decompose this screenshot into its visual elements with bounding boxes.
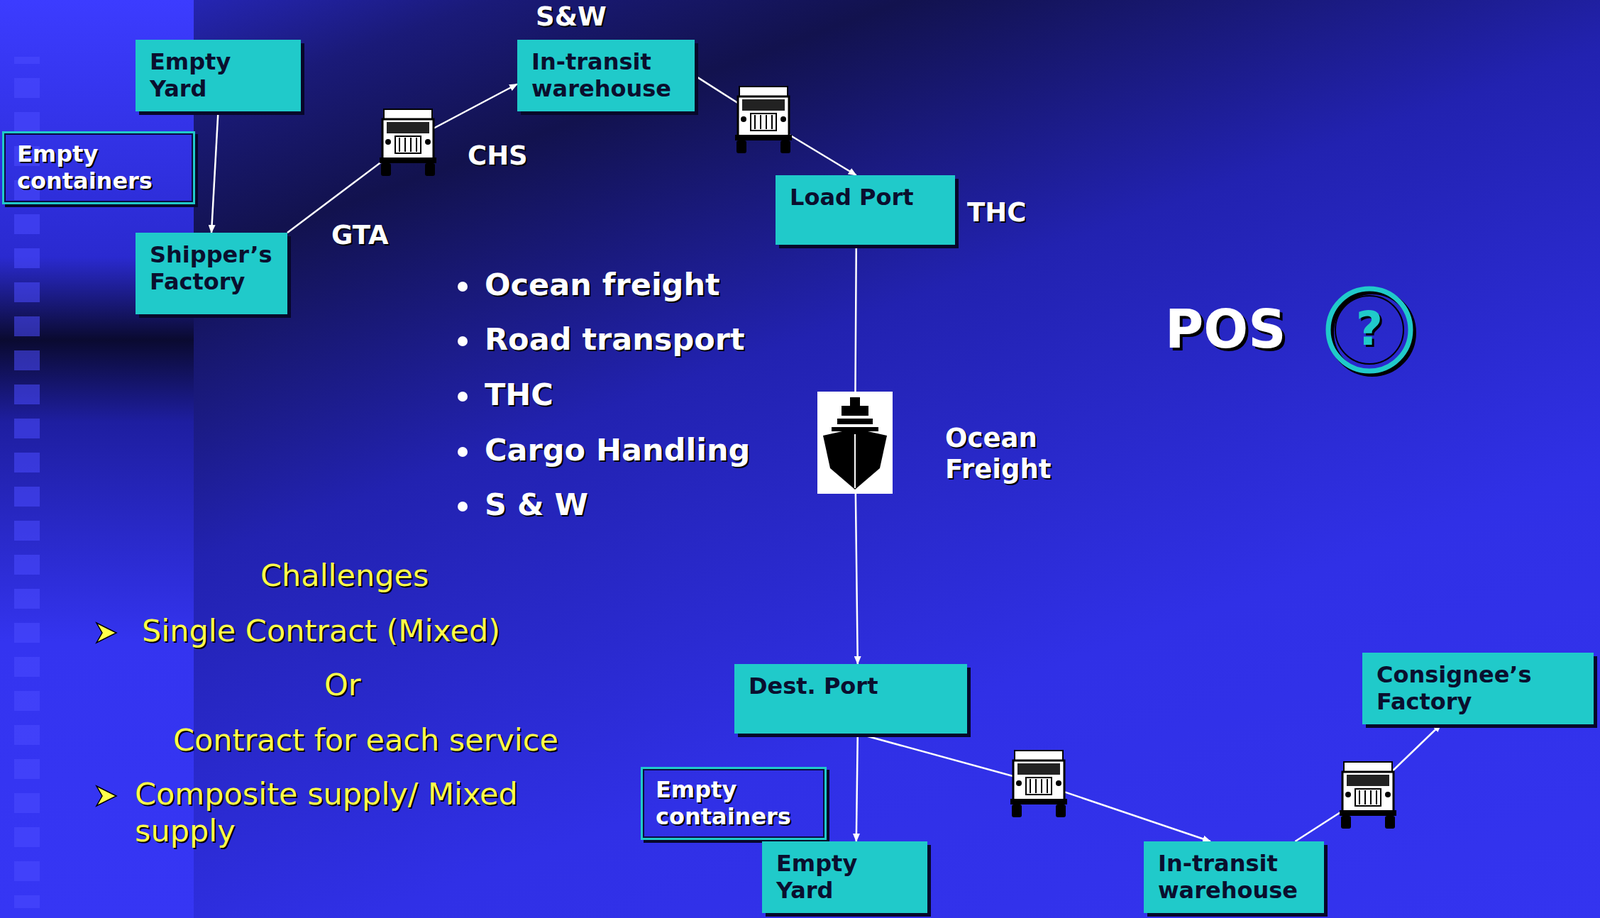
- box-text: Dest. Port: [748, 672, 953, 700]
- box-text: Empty Yard: [776, 850, 914, 905]
- diagram-label: Single Contract (Mixed): [141, 613, 501, 650]
- diagram-label: THC: [484, 376, 554, 414]
- ship-icon: [817, 391, 893, 494]
- diagram-label: POS: [1165, 298, 1286, 362]
- process-box: Shipper’s Factory: [135, 232, 288, 315]
- flow-arrow: [1294, 724, 1441, 842]
- diagram-label: Ocean Freight: [945, 422, 1116, 487]
- box-text: Consignee’s Factory: [1376, 661, 1580, 716]
- flow-arrow: [211, 111, 219, 233]
- diagram-label: Ocean freight: [484, 266, 721, 304]
- diagram-label: Road transport: [484, 321, 746, 359]
- diagram-label: ?: [1326, 300, 1412, 357]
- box-text: Load Port: [789, 183, 941, 211]
- process-box: Load Port: [775, 175, 956, 245]
- diagram-label: S & W: [484, 486, 589, 524]
- truck-icon: [1339, 762, 1397, 829]
- diagram-label: CHS: [467, 140, 528, 172]
- box-text: In-transit warehouse: [531, 48, 681, 103]
- diagram-label: Cargo Handling: [484, 432, 750, 470]
- arrow-bullet: [96, 622, 117, 807]
- box-text: Shipper’s Factory: [149, 241, 274, 296]
- diagram-label: S&W: [535, 1, 607, 33]
- process-box: Empty Yard: [135, 39, 301, 112]
- process-box: Dest. Port: [734, 664, 968, 734]
- box-text: Empty containers: [655, 776, 812, 831]
- diagram-label: Challenges: [260, 557, 429, 595]
- box-text: Empty Yard: [149, 48, 287, 103]
- flow-arrow: [694, 75, 857, 176]
- diagram-label: THC: [967, 197, 1026, 229]
- box-text: Empty containers: [17, 140, 181, 196]
- truck-icon: [379, 109, 437, 176]
- flow-arrow: [857, 733, 1211, 842]
- process-box: In-transit warehouse: [1143, 841, 1324, 914]
- diagram-label: Or: [324, 666, 362, 704]
- diagram-label: GTA: [331, 219, 389, 252]
- diagram-label: Composite supply/ Mixed supply: [134, 776, 589, 850]
- box-text: In-transit warehouse: [1157, 850, 1310, 905]
- process-box: Consignee’s Factory: [1362, 652, 1594, 725]
- container-box: Empty containers: [640, 767, 827, 841]
- truck-icon: [735, 86, 792, 154]
- truck-icon: [1010, 750, 1068, 818]
- diagram-label: Contract for each service: [173, 722, 559, 760]
- process-box: In-transit warehouse: [517, 39, 695, 112]
- bullet-dots: [457, 281, 468, 512]
- flow-arrow: [856, 733, 858, 842]
- container-box: Empty containers: [2, 131, 196, 205]
- process-box: Empty Yard: [762, 841, 928, 914]
